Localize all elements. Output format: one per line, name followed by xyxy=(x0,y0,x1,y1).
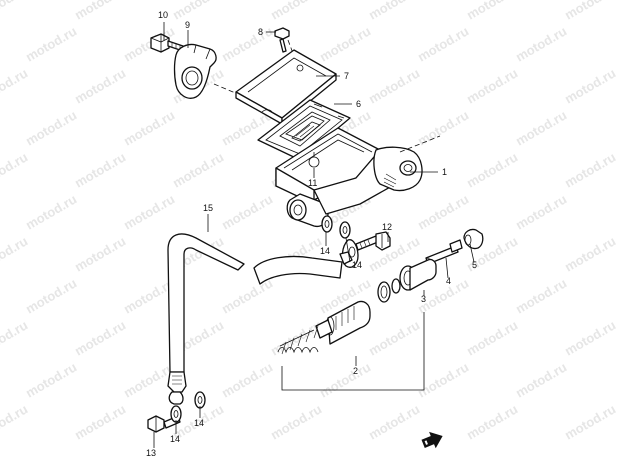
label-3: 3 xyxy=(421,294,426,304)
watermark-text: motod.ru xyxy=(366,0,422,23)
label-2: 2 xyxy=(353,366,358,376)
label-4: 4 xyxy=(446,276,451,286)
watermark-text: motod.ru xyxy=(219,359,275,400)
watermark-text: motod.ru xyxy=(72,233,128,274)
watermark-text: motod.ru xyxy=(72,65,128,106)
watermark-text: motod.ru xyxy=(562,317,618,358)
watermark-text: motod.ru xyxy=(562,401,618,442)
watermark-text: motod.ru xyxy=(366,65,422,106)
watermark-text: motod.ru xyxy=(513,191,569,232)
part-labels: 10 9 8 7 6 1 11 15 12 14 14 5 4 3 2 13 1… xyxy=(146,10,477,458)
part-14-washer-upper-1 xyxy=(321,215,333,233)
part-8-screw xyxy=(274,27,290,53)
watermark-text: motod.ru xyxy=(121,191,177,232)
label-13: 13 xyxy=(146,448,156,458)
label-8: 8 xyxy=(258,27,263,37)
watermark-text: motod.ru xyxy=(513,359,569,400)
watermark-text: motod.ru xyxy=(513,107,569,148)
watermark-text: motod.ru xyxy=(170,0,226,23)
label-5: 5 xyxy=(472,260,477,270)
watermark-text: motod.ru xyxy=(72,401,128,442)
watermark-text: motod.ru xyxy=(170,149,226,190)
align-line-c xyxy=(399,135,441,153)
label-14-upper-2: 14 xyxy=(352,260,362,270)
watermark-text: motod.ru xyxy=(562,149,618,190)
part-14-washer-upper-2 xyxy=(339,221,351,239)
watermark-text: motod.ru xyxy=(0,401,30,442)
watermark-text: motod.ru xyxy=(72,317,128,358)
watermark-text: motod.ru xyxy=(513,275,569,316)
watermark-text: motod.ru xyxy=(464,149,520,190)
watermark-text: motod.ru xyxy=(219,191,275,232)
watermark-text: motod.ru xyxy=(0,233,30,274)
label-15: 15 xyxy=(203,203,213,213)
watermark-text: motod.ru xyxy=(464,401,520,442)
label-7: 7 xyxy=(344,71,349,81)
part-6-diaphragm xyxy=(257,99,351,161)
watermark-text: motod.ru xyxy=(562,65,618,106)
part-2-piston-assembly xyxy=(277,300,371,355)
part-12-banjo-bolt xyxy=(355,231,391,251)
watermark-text: motod.ru xyxy=(317,23,373,64)
label-9: 9 xyxy=(185,20,190,30)
leader-lines xyxy=(153,22,475,448)
watermark-text: motod.ru xyxy=(72,0,128,23)
label-1: 1 xyxy=(442,167,447,177)
watermark-text: motod.ru xyxy=(317,359,373,400)
label-14-upper-1: 14 xyxy=(320,246,330,256)
part-2-bracket xyxy=(281,312,425,391)
watermark-text: motod.ru xyxy=(464,0,520,23)
watermark-text: motod.ru xyxy=(562,0,618,23)
label-14-lower-2: 14 xyxy=(194,418,204,428)
watermark-text: motod.ru xyxy=(0,0,30,23)
part-1-cylinder-body xyxy=(275,127,423,228)
watermark-text: motod.ru xyxy=(268,0,324,23)
label-14-lower-1: 14 xyxy=(170,434,180,444)
watermark-text: motod.ru xyxy=(0,149,30,190)
part-15-hose xyxy=(167,233,359,405)
label-11: 11 xyxy=(308,178,317,188)
watermark-text: motod.ru xyxy=(513,23,569,64)
watermark-text: motod.ru xyxy=(366,401,422,442)
watermark-text: motod.ru xyxy=(415,191,471,232)
watermark-text: motod.ru xyxy=(366,317,422,358)
watermark-text: motod.ru xyxy=(0,65,30,106)
part-5-boot xyxy=(463,228,484,250)
label-12: 12 xyxy=(382,222,392,232)
watermark-text: motod.ru xyxy=(464,317,520,358)
watermark-text: motod.ru xyxy=(23,359,79,400)
watermark-text: motod.ru xyxy=(219,23,275,64)
watermark-text: motod.ru xyxy=(0,317,30,358)
watermark-text: motod.ru xyxy=(219,275,275,316)
part-3-piston-set xyxy=(377,258,437,303)
watermark-text: motod.ru xyxy=(121,107,177,148)
watermark-text: motod.ru xyxy=(23,23,79,64)
forward-arrow-icon xyxy=(421,431,443,449)
watermark-text: motod.ru xyxy=(464,65,520,106)
label-10: 10 xyxy=(158,10,168,20)
watermark-text: motod.ru xyxy=(23,275,79,316)
watermark-text: motod.ru xyxy=(72,149,128,190)
label-6: 6 xyxy=(356,99,361,109)
watermark-text: motod.ru xyxy=(268,401,324,442)
watermark-text: motod.ru xyxy=(415,359,471,400)
watermark-text: motod.ru xyxy=(23,191,79,232)
watermark-text: motod.ru xyxy=(23,107,79,148)
part-14-washer-lower-2 xyxy=(194,391,206,409)
part-9-holder xyxy=(173,43,217,99)
part-14-washer-lower-1 xyxy=(170,405,182,423)
watermark-text: motod.ru xyxy=(415,23,471,64)
watermark-text: motod.ru xyxy=(562,233,618,274)
